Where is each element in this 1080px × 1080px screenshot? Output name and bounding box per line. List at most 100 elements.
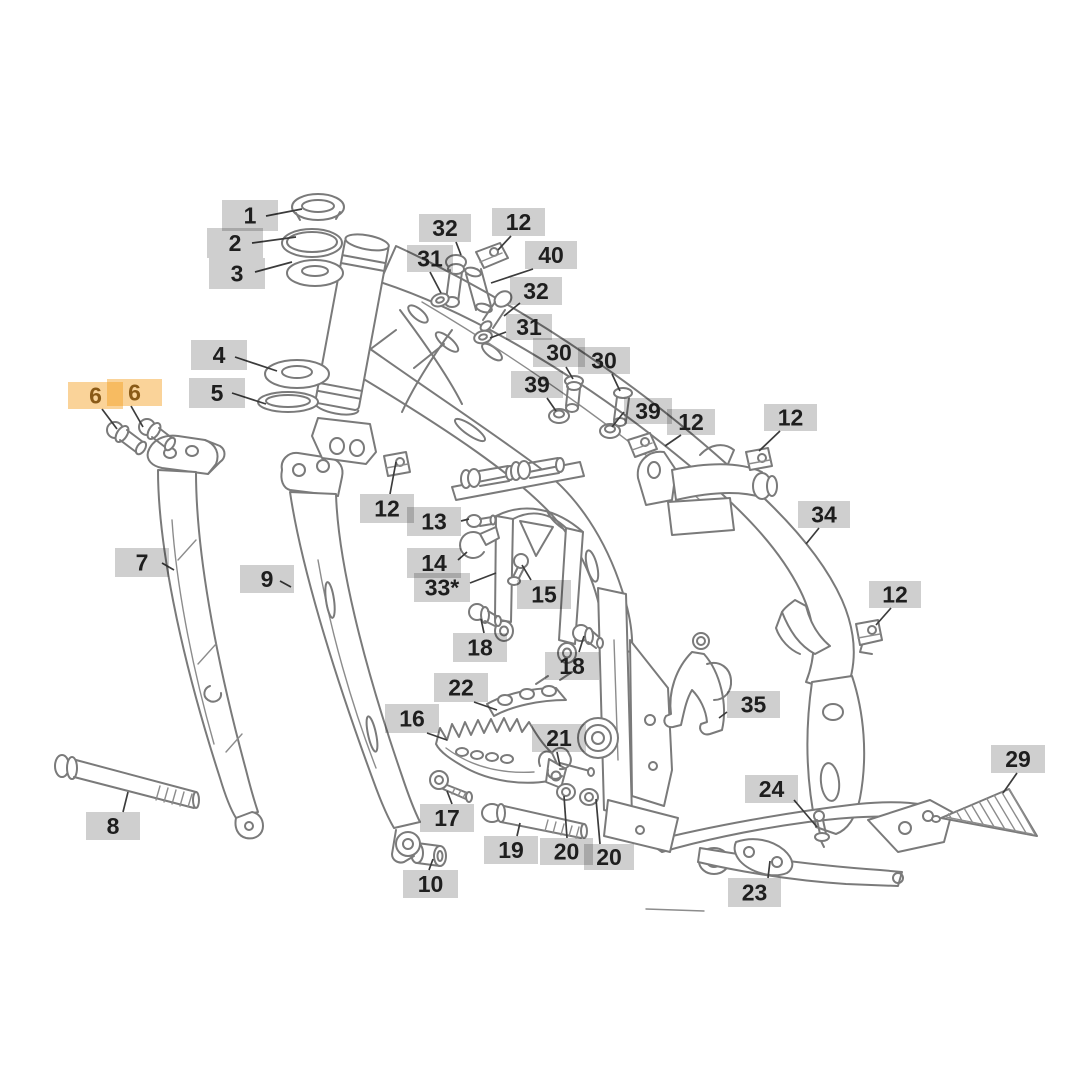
label-box [667, 409, 715, 435]
label-text: 39 [524, 372, 550, 398]
bolt-19-drawing [481, 803, 588, 839]
label-box [511, 371, 563, 398]
washers-20-drawing [556, 783, 599, 806]
part-label-10[interactable]: 10 [403, 858, 458, 898]
label-text: 30 [546, 340, 572, 366]
leader-line [503, 302, 521, 317]
leader-line [565, 366, 574, 380]
leader-line [664, 434, 682, 447]
label-text: 34 [811, 502, 837, 528]
label-text: 10 [418, 871, 444, 897]
part-label-30[interactable]: 30 [578, 347, 630, 392]
part-label-15[interactable]: 15 [517, 564, 571, 609]
part-label-13[interactable]: 13 [407, 507, 470, 536]
label-box [86, 812, 140, 840]
leader-line [429, 271, 442, 294]
leader-line [521, 564, 532, 581]
label-text: 21 [546, 725, 572, 751]
part-label-19[interactable]: 19 [484, 822, 538, 864]
label-box [222, 200, 278, 231]
part-label-31[interactable]: 31 [407, 245, 453, 294]
label-text: 12 [374, 496, 400, 522]
part-label-35[interactable]: 35 [718, 691, 780, 719]
part-label-20[interactable]: 20 [540, 795, 593, 865]
label-box [453, 633, 507, 662]
label-box [191, 340, 247, 370]
part-label-5[interactable]: 5 [189, 378, 267, 408]
part-label-32[interactable]: 32 [503, 277, 562, 317]
label-box [745, 775, 798, 803]
part-label-30[interactable]: 30 [533, 338, 585, 380]
bolt-24-drawing [813, 810, 830, 848]
leader-line [767, 860, 771, 879]
leader-line [122, 791, 129, 813]
part-label-29[interactable]: 29 [991, 745, 1045, 794]
label-box [764, 404, 817, 431]
part-label-18[interactable]: 18 [453, 618, 507, 662]
leader-line [556, 751, 561, 767]
part-label-39[interactable]: 39 [511, 371, 563, 412]
part-label-12[interactable]: 12 [492, 208, 545, 251]
part-label-32[interactable]: 32 [419, 214, 471, 256]
leader-line [457, 551, 468, 561]
label-text: 22 [448, 675, 474, 701]
part-label-24[interactable]: 24 [745, 775, 818, 828]
part-label-33star[interactable]: 33* [414, 572, 497, 602]
label-text: 39 [635, 398, 661, 424]
part-label-9[interactable]: 9 [240, 565, 294, 593]
label-box [869, 581, 921, 608]
part-label-39[interactable]: 39 [611, 398, 672, 428]
part-label-3[interactable]: 3 [209, 258, 293, 289]
engine-cradle-drawing [577, 587, 679, 853]
upper-rear-bracket-drawing [636, 444, 778, 536]
bolt-8-drawing [54, 754, 200, 809]
part-label-20[interactable]: 20 [584, 798, 634, 870]
part-label-4[interactable]: 4 [191, 340, 278, 372]
part-label-18[interactable]: 18 [545, 635, 599, 680]
label-box [68, 382, 123, 409]
part-label-12[interactable]: 12 [360, 461, 414, 523]
part-label-8[interactable]: 8 [86, 791, 140, 840]
part-label-6-highlighted[interactable]: 6 [107, 379, 162, 428]
part-label-12[interactable]: 12 [664, 409, 715, 447]
part-label-31[interactable]: 31 [489, 314, 552, 340]
leader-line [161, 562, 175, 571]
rear-pivot-casting-drawing [806, 675, 866, 835]
label-text: 12 [506, 209, 532, 235]
label-box [545, 652, 599, 680]
leader-line [251, 236, 297, 244]
leader-line [1002, 772, 1018, 794]
part-label-22[interactable]: 22 [434, 673, 498, 711]
label-text: 13 [421, 509, 447, 535]
part-label-34[interactable]: 34 [798, 501, 850, 545]
part-label-12[interactable]: 12 [758, 404, 817, 452]
part-label-40[interactable]: 40 [490, 241, 577, 284]
bolt-17-drawing [429, 770, 473, 803]
label-text: 6 [128, 380, 141, 406]
bracket-35-drawing [663, 632, 733, 736]
leader-line [490, 268, 534, 284]
leader-line [265, 208, 303, 217]
part-label-7[interactable]: 7 [115, 548, 175, 577]
label-text: 12 [678, 409, 704, 435]
part-label-14[interactable]: 14 [407, 548, 468, 578]
part-label-12[interactable]: 12 [869, 581, 921, 626]
part-label-1[interactable]: 1 [222, 200, 303, 231]
leader-line [611, 373, 621, 392]
part-label-23[interactable]: 23 [728, 860, 781, 907]
label-box [360, 494, 414, 523]
leader-line [595, 798, 601, 845]
label-text: 14 [421, 550, 447, 576]
part-label-17[interactable]: 17 [420, 790, 474, 832]
label-text: 33* [425, 575, 460, 601]
label-box [414, 573, 470, 602]
part-label-2[interactable]: 2 [207, 228, 297, 258]
label-box [532, 724, 586, 752]
label-box [407, 548, 461, 578]
part-label-6-highlighted[interactable]: 6 [68, 382, 123, 430]
part-label-16[interactable]: 16 [385, 704, 448, 741]
label-text: 2 [229, 230, 242, 256]
lower-steering-bracket-drawing [311, 417, 377, 465]
part-label-21[interactable]: 21 [532, 724, 586, 767]
